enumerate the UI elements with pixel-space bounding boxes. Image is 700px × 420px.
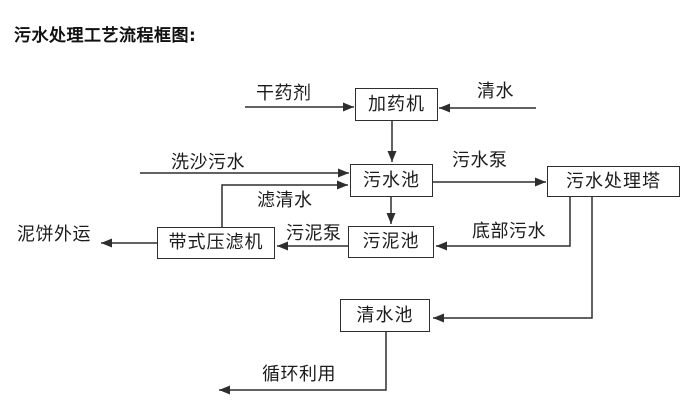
flow-label-recycle-use: 循环利用 bbox=[262, 364, 336, 385]
flow-label-clear-water: 清水 bbox=[477, 81, 514, 102]
flow-label-sand-wash-sewage: 洗沙污水 bbox=[171, 152, 245, 173]
flow-label-filtered-water: 滤清水 bbox=[257, 190, 313, 211]
flow-label-bottom-sewage: 底部污水 bbox=[472, 221, 546, 242]
node-sludge-pool: 污泥池 bbox=[348, 226, 434, 258]
node-dosing-machine: 加药机 bbox=[355, 88, 438, 121]
flow-label-sewage-pump: 污水泵 bbox=[452, 150, 508, 171]
node-belt-filter-press: 带式压滤机 bbox=[157, 227, 275, 259]
node-sewage-treatment-tower: 污水处理塔 bbox=[547, 166, 680, 197]
node-sewage-pool: 污水池 bbox=[350, 164, 433, 197]
node-clear-water-pool: 清水池 bbox=[340, 299, 430, 332]
flow-label-sludge-pump: 污泥泵 bbox=[286, 223, 342, 244]
flow-label-mud-cake-out: 泥饼外运 bbox=[17, 224, 91, 245]
flow-label-dry-chemical: 干药剂 bbox=[256, 83, 312, 104]
diagram-title: 污水处理工艺流程框图: bbox=[14, 26, 197, 46]
arrow-tower-to-clear-water-pool bbox=[433, 197, 593, 323]
